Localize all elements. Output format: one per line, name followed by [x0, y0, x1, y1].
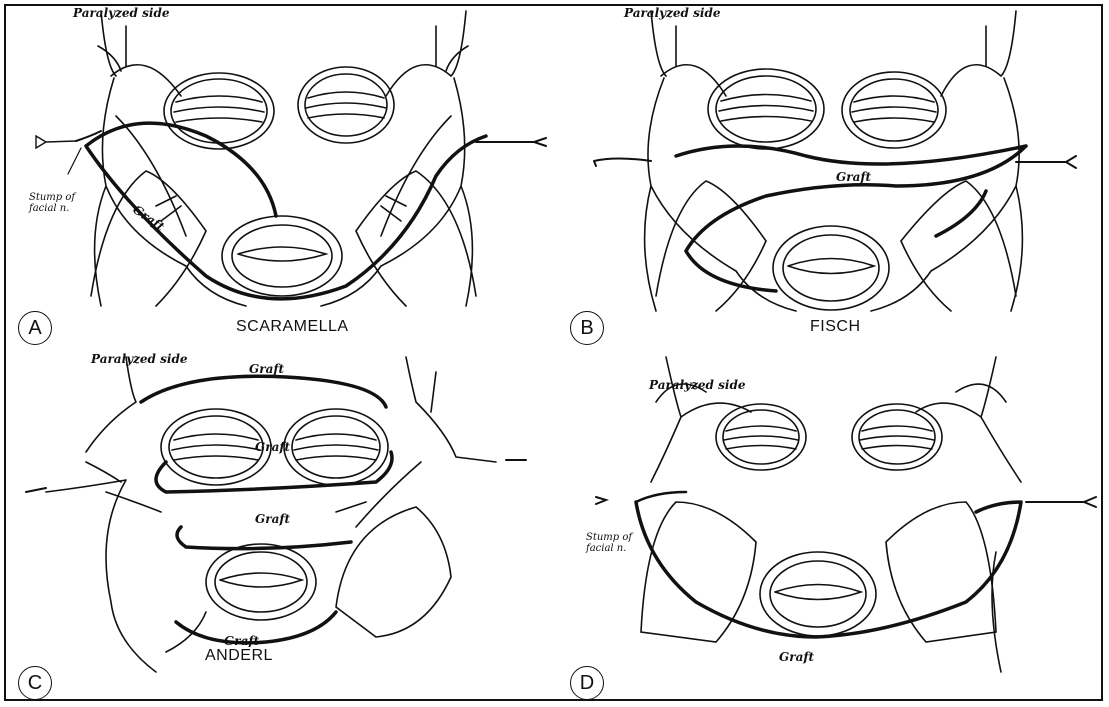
graft-label-4: Graft	[224, 634, 259, 648]
panel-d: Paralyzed side Graft Stump of facial n. …	[556, 352, 1109, 704]
stump-label: Stump of facial n.	[29, 192, 75, 214]
graft-label-3: Graft	[255, 512, 290, 526]
mouth	[773, 226, 889, 310]
mouth	[760, 552, 876, 636]
eye-right	[852, 404, 942, 470]
graft-label: Graft	[836, 170, 871, 184]
paralyzed-side-label: Paralyzed side	[649, 378, 745, 392]
paralyzed-side-label: Paralyzed side	[624, 6, 720, 20]
panel-b-illustration	[556, 6, 1109, 351]
panel-letter: B	[570, 311, 604, 345]
panel-letter: C	[18, 666, 52, 700]
eye-right	[842, 72, 946, 148]
paralyzed-side-label: Paralyzed side	[91, 352, 187, 366]
panel-letter: D	[570, 666, 604, 700]
lobe-right	[886, 502, 996, 642]
graft-label-2: Graft	[255, 440, 290, 454]
panel-c: Paralyzed side Graft Graft Graft Graft C…	[6, 352, 559, 704]
panel-a: Paralyzed side Graft Stump of facial n. …	[6, 6, 559, 358]
panel-letter: A	[18, 311, 52, 345]
paralyzed-side-label: Paralyzed side	[73, 6, 169, 20]
panel-a-illustration	[6, 6, 559, 351]
mouth	[222, 216, 342, 296]
eye-left	[708, 69, 824, 149]
eye-right	[284, 409, 388, 485]
eye-left	[164, 73, 274, 149]
eye-left	[716, 404, 806, 470]
mouth	[206, 544, 316, 620]
lobe-right	[336, 507, 451, 637]
panel-d-illustration	[556, 352, 1109, 697]
panel-caption: FISCH	[808, 318, 863, 336]
lobe-right	[901, 181, 1016, 311]
panel-caption: SCARAMELLA	[234, 318, 351, 336]
graft-label-1: Graft	[249, 362, 284, 376]
graft-label: Graft	[779, 650, 814, 664]
panel-b: Paralyzed side Graft B FISCH	[556, 6, 1109, 358]
panel-caption: ANDERL	[203, 647, 275, 665]
eye-right	[298, 67, 394, 143]
stump-label: Stump of facial n.	[586, 532, 632, 554]
